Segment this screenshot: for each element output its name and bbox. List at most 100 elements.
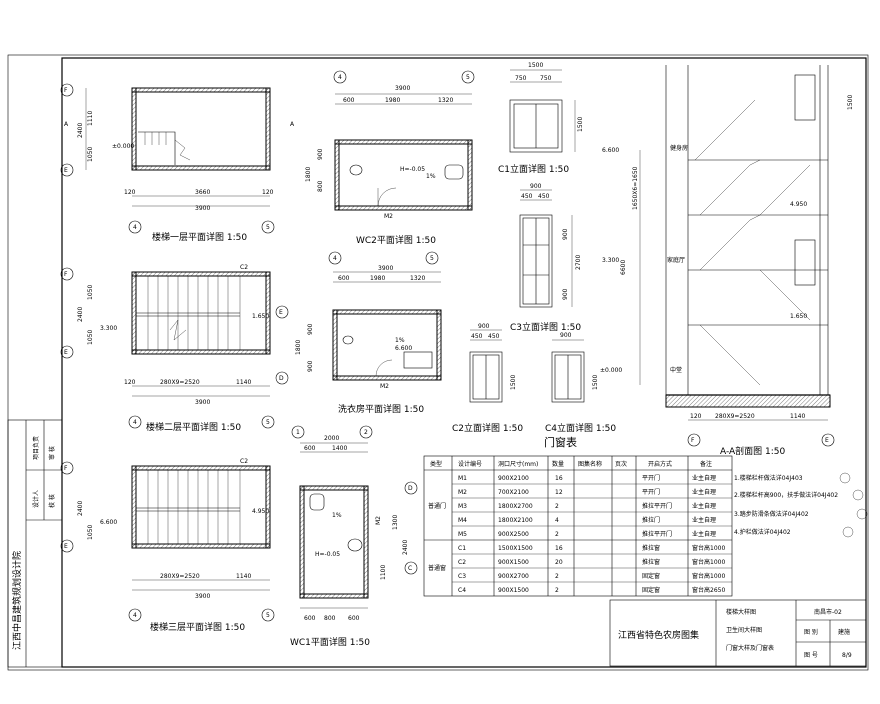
section-dim-1140: 1140: [790, 413, 805, 420]
wc1-axis-2: 2: [364, 429, 368, 436]
c3-dim-450-a: 450: [521, 193, 533, 200]
stair-1f-plan: ±0.000 1110 1050 2400 A A 3660 3900 120 …: [60, 83, 295, 243]
number-label: 图 号: [804, 652, 818, 659]
drawing-name-2: 卫生间大样图: [726, 626, 762, 634]
table-cell: C1: [458, 545, 466, 552]
section-mark-left: A: [64, 121, 69, 128]
table-cell: 业主自理: [692, 488, 716, 496]
dim-120-1f-a: 120: [124, 189, 136, 196]
elev-6600-3f: 6.600: [100, 519, 117, 526]
title-c1: C1立面详图 1:50: [498, 163, 569, 175]
dim-2400-3f: 2400: [77, 501, 84, 516]
axis-F-1f: F: [64, 87, 68, 94]
c1-dim-1500-v: 1500: [577, 117, 584, 132]
table-cell: 1800X2700: [498, 503, 533, 510]
wc2-dim-800: 800: [317, 180, 324, 192]
title-c4: C4立面详图 1:50: [545, 422, 616, 434]
table-cell: 900X2100: [498, 475, 529, 482]
laundry-axis-5: 5: [430, 255, 434, 262]
section-mid: 中堂: [670, 366, 682, 374]
wc2-axis-4: 4: [338, 74, 342, 81]
stair-2f-plan: C2 1.650 3.300 2400 1050 1050 280X9=2520…: [60, 264, 275, 433]
group-door: 普通门: [428, 502, 446, 510]
stair2-c2: C2: [240, 264, 248, 271]
elev-4950-3f: 4.950: [252, 508, 269, 515]
th-type: 类型: [430, 460, 442, 468]
axis-5-2f: 5: [266, 419, 270, 426]
table-cell: M5: [458, 531, 467, 538]
wc2-slope: 1%: [426, 173, 436, 180]
table-cell: 窗台高1000: [692, 572, 725, 580]
inner-border: [61, 57, 867, 668]
title-laundry: 洗衣房平面详图 1:50: [338, 403, 424, 415]
wc1-m2: M2: [375, 516, 382, 525]
dim-2520-3f: 280X9=2520: [160, 573, 200, 580]
title-door-window-table: 门窗表: [544, 435, 577, 449]
dim-120-1f-b: 120: [262, 189, 274, 196]
wc2-axis-5: 5: [466, 74, 470, 81]
dim-2400-2f: 2400: [77, 307, 84, 322]
wc1-axis-D: D: [408, 485, 413, 492]
section-dim-1650: 1650X6=1650: [632, 166, 639, 210]
table-cell: 窗台高1000: [692, 558, 725, 566]
section-axis-E: E: [825, 437, 829, 444]
c1-elevation: 1500 750 750 1500 C1立面详图 1:50: [498, 62, 584, 175]
laundry-slope: 1%: [395, 337, 405, 344]
section-e4950: 4.950: [790, 201, 807, 208]
dim-1140-3f: 1140: [236, 573, 251, 580]
approver-label: 审 核: [48, 446, 56, 460]
table-cell: 业主自理: [692, 516, 716, 524]
laundry-dim-1800: 1800: [295, 340, 302, 355]
axis-E-3f: E: [64, 543, 68, 550]
laundry-axis-D: D: [279, 375, 284, 382]
c3-dim-900-v1: 900: [562, 228, 569, 240]
laundry-dim-900-a: 900: [307, 323, 314, 335]
table-cell: 推拉门: [642, 516, 660, 524]
axis-4-1f: 4: [133, 224, 137, 231]
wc2-dim-1800: 1800: [305, 167, 312, 182]
wc1-dim-600-c: 600: [348, 615, 360, 622]
left-title-strip: 江西中昌建筑规划设计院 设计人 校 核 项目负责 审 核: [7, 419, 63, 668]
number-value: 8/9: [842, 652, 852, 659]
table-cell: 2: [555, 573, 559, 580]
institute-name: 江西中昌建筑规划设计院: [11, 551, 23, 650]
stair3-c2: C2: [240, 458, 248, 465]
table-cell: 20: [555, 559, 563, 566]
category-value: 建施: [838, 628, 850, 636]
dim-120-2f: 120: [124, 379, 136, 386]
table-cell: 固定窗: [642, 572, 660, 580]
table-cell: 业主自理: [692, 530, 716, 538]
axis-4-3f: 4: [133, 612, 137, 619]
wc1-slope: 1%: [332, 512, 342, 519]
table-cell: 窗台高1000: [692, 544, 725, 552]
c3-dim-900: 900: [530, 183, 542, 190]
wc1-axis-1: 1: [296, 429, 300, 436]
table-cell: 1800X2100: [498, 517, 533, 524]
drawing-name-1: 楼梯大样图: [726, 608, 756, 616]
designer-label: 设计人: [32, 490, 40, 508]
c2-dim-1500-v: 1500: [510, 375, 517, 390]
section-gym: 健身房: [670, 144, 688, 152]
table-cell: 900X1500: [498, 559, 529, 566]
laundry-axis-4: 4: [333, 255, 337, 262]
c4-dim-900: 900: [560, 332, 572, 339]
laundry-plan: 6.600 1% M2 3900 600 1980 1320 1800 900 …: [275, 251, 442, 415]
note-2: 2.楼梯栏杆高900，扶手做法详04J402: [734, 491, 838, 499]
table-cell: C2: [458, 559, 466, 566]
table-cell: 推拉窗: [642, 544, 660, 552]
section-dim-1500: 1500: [847, 95, 854, 110]
laundry-dim-3900: 3900: [378, 265, 393, 272]
proofer-label: 校 核: [48, 494, 56, 508]
table-cell: 900X2700: [498, 573, 529, 580]
title-stair-2f: 楼梯二层平面详图 1:50: [146, 421, 241, 433]
wc2-plan: H=-0.05 1% M2 3900 600 1980 1320 1800 90…: [305, 70, 475, 246]
wc2-dim-900: 900: [317, 148, 324, 160]
title-wc1: WC1平面详图 1:50: [290, 636, 370, 648]
table-cell: M2: [458, 489, 467, 496]
wc1-dim-2400: 2400: [402, 540, 409, 555]
wc1-dim-1400: 1400: [332, 445, 347, 452]
table-cell: 4: [555, 517, 559, 524]
c4-dim-1500-v: 1500: [592, 375, 599, 390]
laundry-m2: M2: [380, 383, 389, 390]
th-atlas: 图集名称: [578, 460, 602, 468]
